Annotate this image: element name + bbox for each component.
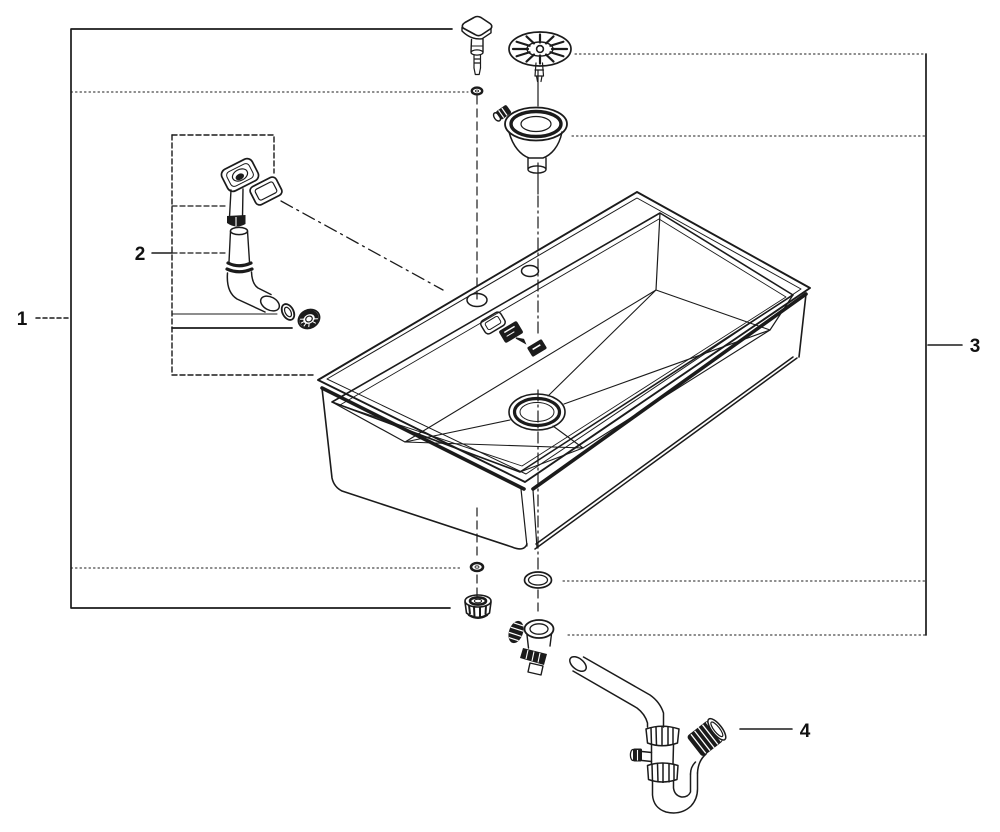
mounting-ring	[469, 561, 485, 573]
overflow-nut	[297, 308, 321, 330]
overflow-housing	[220, 157, 260, 227]
group-2-bracket	[151, 134, 317, 376]
locknut	[464, 594, 492, 619]
callout-2: 2	[135, 244, 146, 265]
callout-3: 3	[970, 336, 981, 357]
group-3-bracket	[562, 53, 963, 636]
drain-outlet-body	[508, 619, 555, 676]
callout-4: 4	[800, 721, 811, 742]
overflow-elbow	[226, 271, 281, 313]
group-1-bracket	[35, 28, 469, 609]
overflow-o-ring	[280, 303, 296, 321]
sink-basin	[317, 191, 811, 550]
strainer-basket	[508, 31, 572, 83]
overflow-gasket	[249, 176, 283, 206]
drain-gasket	[523, 571, 553, 589]
knob-o-ring	[470, 86, 484, 96]
overflow-slot	[480, 311, 506, 335]
deck-hole-knob	[466, 292, 488, 308]
assembly-axes	[280, 69, 539, 614]
control-knob	[461, 15, 493, 76]
trap-assembly	[569, 655, 727, 814]
deck-hole-faucet	[520, 264, 540, 278]
strainer-flange	[492, 105, 568, 174]
overflow-tube	[225, 226, 254, 274]
overflow-cover-plates	[499, 321, 547, 357]
callout-1: 1	[17, 309, 28, 330]
